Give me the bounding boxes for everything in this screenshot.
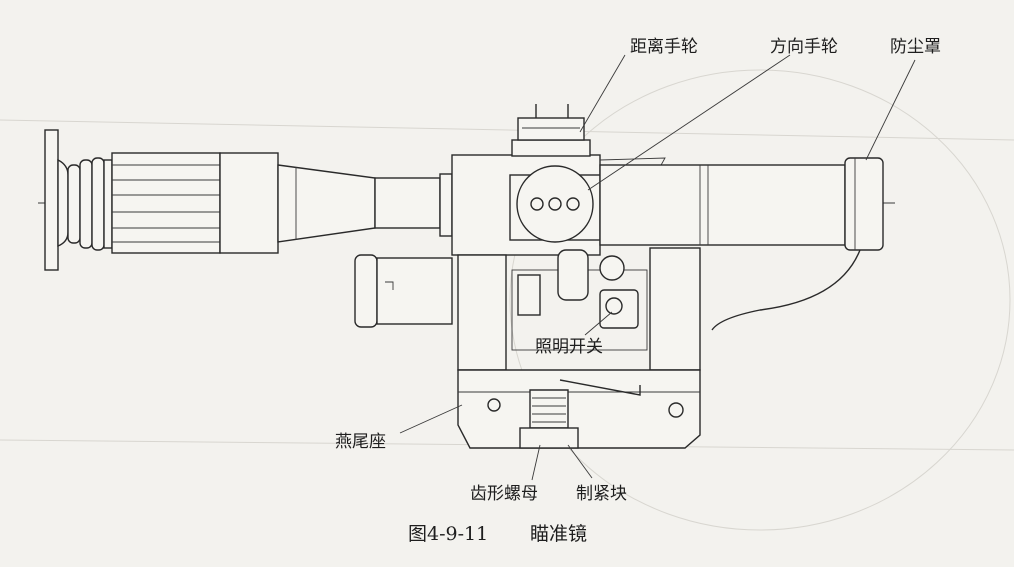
locking-block [519,427,579,449]
dust-cover [844,157,884,251]
objective-tube [599,164,846,246]
caption-title: 瞄准镜 [530,523,587,545]
label-toothed-nut: 齿形螺母 [470,484,538,504]
ribbed-focus-ring [111,152,221,254]
mount-bracket [457,247,701,371]
dust-cover-strap [711,249,861,331]
label-direction-knob: 方向手轮 [770,37,838,57]
rear-tube [374,177,441,229]
dovetail-base [457,369,701,449]
bleed-through [0,69,1014,531]
battery-housing [354,254,453,328]
label-dovetail-mount: 燕尾座 [335,432,386,452]
rear-ring [439,173,453,237]
label-locking-block: 制紧块 [576,484,627,504]
direction-turret [509,165,601,243]
cone-section [277,164,376,243]
caption-number: 图4-9-11 [408,523,488,545]
eyecup [44,129,113,271]
label-illumination-switch: 照明开关 [535,337,603,357]
label-dust-cover: 防尘罩 [890,37,941,57]
label-range-knob: 距离手轮 [630,37,698,57]
eyepiece-tube [219,152,279,254]
leader-lines [399,54,916,481]
range-turret [511,104,591,157]
